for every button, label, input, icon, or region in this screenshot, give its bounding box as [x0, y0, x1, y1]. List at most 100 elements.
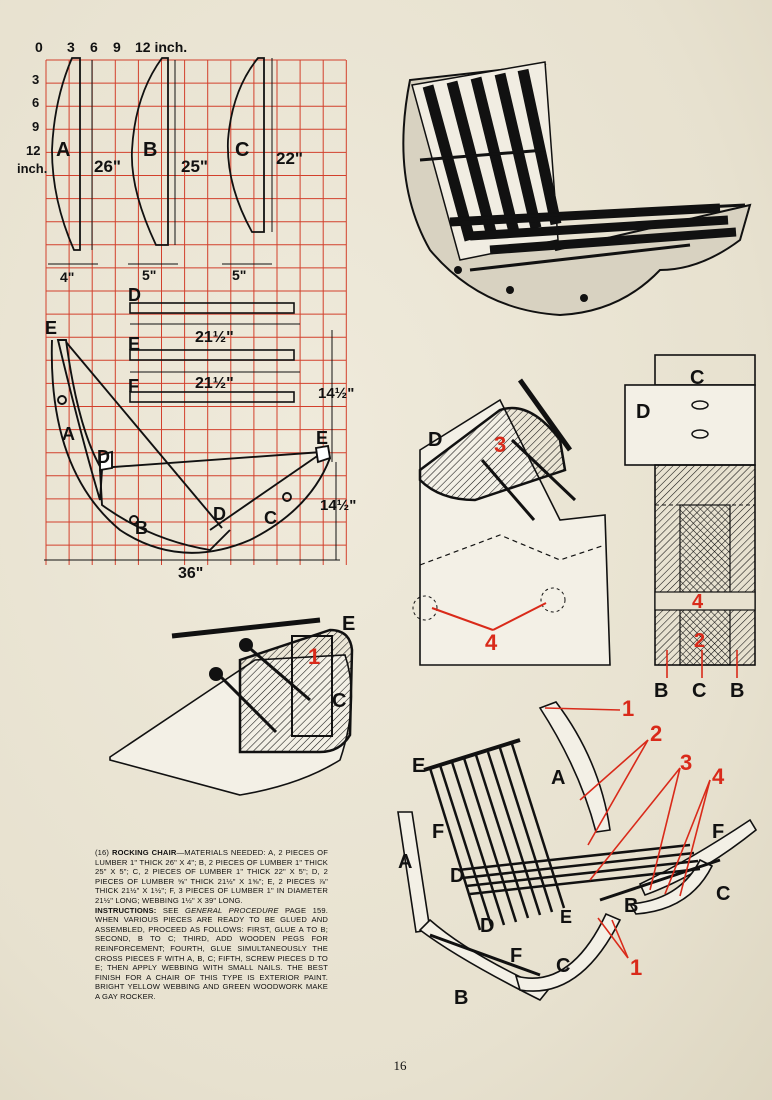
slat-labels: D E F 21½" 21½": [128, 285, 234, 396]
detail3-c-top: C: [690, 367, 704, 389]
piece-b-outline: [130, 57, 169, 246]
slat-e-label: E: [128, 334, 140, 354]
exploded-f-left: F: [432, 821, 444, 843]
detail1-c-label: C: [332, 690, 346, 712]
exploded-b-right: B: [624, 895, 638, 917]
grid-scale: 0 3 6 9 12 inch. 3 6 9 12 inch.: [17, 39, 187, 176]
slat-d-outline: [129, 302, 295, 314]
slat-d-length: 21½": [195, 329, 234, 346]
caption-title: ROCKING CHAIR: [111, 848, 177, 857]
assembly-c: C: [264, 508, 277, 528]
detail3-c-bottom: C: [692, 680, 706, 702]
assembly-width: 36": [178, 565, 203, 582]
row-mark-9: 9: [32, 119, 39, 134]
assembly-e-left: E: [45, 318, 57, 338]
scale-mark-9: 9: [113, 39, 121, 55]
pattern-pieces: [48, 57, 273, 265]
exploded-e-top: E: [412, 755, 425, 777]
materials-paragraph: (16) ROCKING CHAIR—MATERIALS NEEDED: A, …: [95, 848, 328, 906]
piece-a-width: 4": [60, 269, 74, 285]
pattern-labels: A 26" B 25" C 22" 4" 5" 5": [56, 139, 303, 285]
piece-c-length: 22": [276, 149, 303, 168]
slat-e-outline: [129, 349, 295, 361]
instructions-caption: (16) ROCKING CHAIR—MATERIALS NEEDED: A, …: [95, 848, 328, 1002]
callout-2: 2: [650, 721, 662, 746]
detail3-b-left: B: [654, 680, 668, 702]
assembly-b: B: [135, 518, 148, 538]
piece-a-length: 26": [94, 157, 121, 176]
exploded-c-bottom: C: [556, 955, 570, 977]
detail3-number-2: 2: [694, 630, 705, 652]
assembly-height-lower: 14½": [320, 497, 356, 514]
assembly-labels: E A D E B D C 14½" 14½" 36": [45, 318, 356, 582]
rocker-b-shape: [99, 469, 231, 552]
seat-webbing: [449, 203, 737, 255]
detail3-number-4: 4: [692, 591, 704, 613]
exploded-callouts: [544, 707, 711, 959]
piece-b-label: B: [143, 139, 157, 161]
detail-1: E C 1: [109, 613, 355, 796]
exploded-d-lower: D: [480, 915, 494, 937]
piece-c-label: C: [235, 139, 249, 161]
detail3-b-right: B: [730, 680, 744, 702]
exploded-b-bottom: B: [454, 987, 468, 1009]
chair-illustration: [402, 61, 752, 317]
assembly-height-upper: 14½": [318, 385, 354, 402]
assembly-side-view: [44, 330, 340, 561]
piece-a-outline: [51, 57, 81, 251]
row-mark-3: 3: [32, 72, 39, 87]
piece-b-width: 5": [142, 267, 156, 283]
exploded-piece-c-bottom: [514, 912, 622, 992]
piece-a-label: A: [56, 139, 70, 161]
row-mark-6: 6: [32, 95, 39, 110]
exploded-d-upper: D: [450, 865, 464, 887]
scale-mark-6: 6: [90, 39, 98, 55]
detail-3: C D 4 2 B C B: [624, 354, 756, 702]
row-unit: inch.: [17, 161, 47, 176]
assembly-a: A: [62, 424, 75, 444]
exploded-c-right: C: [716, 883, 730, 905]
seat-line: [99, 451, 323, 469]
callout-4: 4: [712, 764, 725, 789]
detail3-d-label: D: [636, 401, 650, 423]
detail2-d-label: D: [428, 429, 442, 451]
assembly-d-left: D: [97, 447, 110, 467]
scale-mark-0: 0: [35, 39, 43, 55]
exploded-view: [397, 701, 758, 1002]
row-mark-12: 12: [26, 143, 40, 158]
exploded-e-bottom: E: [560, 907, 572, 927]
detail-2: D 3 4: [412, 378, 611, 666]
brace-line: [65, 341, 223, 529]
caption-number: (16): [95, 848, 110, 857]
detail1-number: 1: [308, 644, 320, 669]
exploded-a-left: A: [398, 851, 412, 873]
instructions-text: PAGE 159. WHEN VARIOUS PIECES ARE READY …: [95, 905, 328, 1001]
slat-f-outline: [129, 391, 295, 403]
exploded-f-bottom: F: [510, 945, 522, 967]
slat-patterns: [129, 302, 300, 403]
assembly-e-right: E: [316, 428, 328, 448]
rocker-c-curve: [50, 339, 331, 554]
detail2-number-3: 3: [494, 432, 506, 457]
exploded-piece-a-right: [538, 701, 611, 833]
piece-c-width: 5": [232, 267, 246, 283]
slat-d-label: D: [128, 285, 141, 305]
scale-mark-3: 3: [67, 39, 75, 55]
assembly-d-right: D: [213, 504, 226, 524]
callout-1-bottom: 1: [630, 955, 642, 980]
piece-c-outline: [226, 57, 265, 233]
exploded-labels: 1 2 3 4 1 E A F A D D E F C B F C B: [398, 696, 730, 1009]
scale-mark-12: 12 inch.: [135, 39, 187, 55]
slat-f-length: 21½": [195, 375, 234, 392]
instructions-label: INSTRUCTIONS:: [95, 905, 157, 915]
instructions-pre: SEE: [156, 905, 186, 915]
callout-1-top: 1: [622, 696, 634, 721]
detail2-number-4: 4: [485, 630, 498, 655]
instructions-reference: GENERAL PROCEDURE: [185, 905, 279, 915]
instructions-paragraph: INSTRUCTIONS: SEE GENERAL PROCEDURE PAGE…: [95, 906, 328, 1002]
detail1-e-label: E: [342, 613, 355, 635]
materials-text: —MATERIALS NEEDED: A, 2 PIECES OF LUMBER…: [95, 848, 328, 905]
exploded-a-right: A: [551, 767, 565, 789]
